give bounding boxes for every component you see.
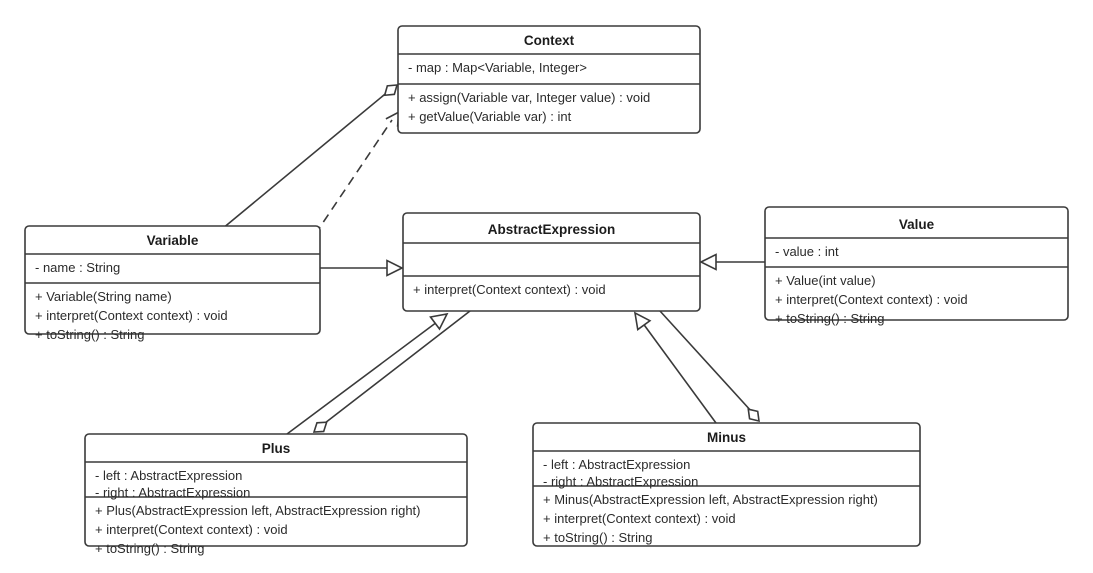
class-operation-value-0: + Value(int value) (775, 273, 876, 288)
class-operation-variable-0: + Variable(String name) (35, 289, 172, 304)
class-box-minus[interactable]: Minus - left : AbstractExpression - right … (532, 422, 921, 547)
class-operation-minus-0: + Minus(AbstractExpression left, Abstrac… (543, 492, 878, 507)
relationship-abstractexpression-aggregated-by-plus[interactable] (312, 310, 471, 433)
relationship-line-plus-extends-abstractexpression (286, 321, 438, 435)
class-attribute-minus-1: - right : AbstractExpression (543, 474, 698, 489)
class-attribute-context-0: - map : Map<Variable, Integer> (408, 60, 587, 75)
class-name-abstractexpression: AbstractExpression (488, 222, 616, 237)
class-box-outline-context (397, 25, 701, 134)
class-box-plus[interactable]: Plus - left : AbstractExpression - right :… (84, 433, 468, 556)
generalization-arrowhead-minus-extends-abstractexpression (633, 311, 652, 331)
class-operation-minus-2: + toString() : String (543, 530, 652, 545)
dependency-arrowhead-variable-depends-on-context (385, 110, 400, 127)
generalization-arrowhead-variable-extends-abstractexpression (386, 259, 404, 277)
relationship-value-extends-abstractexpression[interactable] (699, 253, 765, 271)
class-operation-value-1: + interpret(Context context) : void (775, 292, 968, 307)
aggregation-diamond-abstractexpression-aggregated-by-plus (312, 421, 328, 433)
class-box-outline-value (764, 206, 1069, 321)
class-attribute-variable-0: - name : String (35, 260, 120, 275)
relationship-layer (94, 84, 765, 435)
class-name-variable: Variable (147, 233, 199, 248)
class-box-context[interactable]: Context - map : Map<Variable, Integer> + a… (397, 25, 701, 134)
class-operation-plus-0: + Plus(AbstractExpression left, Abstract… (95, 503, 421, 518)
class-attribute-value-0: - value : int (775, 244, 839, 259)
generalization-arrowhead-plus-extends-abstractexpression (429, 312, 449, 331)
aggregation-diamond-abstractexpression-aggregated-by-minus (747, 408, 760, 423)
class-operation-variable-2: + toString() : String (35, 327, 144, 342)
class-box-variable[interactable]: Variable - name : String + Variable(String… (24, 225, 321, 342)
class-operation-context-0: + assign(Variable var, Integer value) : … (408, 90, 650, 105)
relationship-line-abstractexpression-aggregated-by-plus (324, 310, 471, 424)
relationship-line-minus-extends-abstractexpression (641, 321, 717, 424)
class-operation-plus-2: + toString() : String (95, 541, 204, 556)
class-box-outline-variable (24, 225, 321, 335)
relationship-variable-extends-abstractexpression[interactable] (320, 259, 404, 277)
class-attribute-minus-0: - left : AbstractExpression (543, 457, 690, 472)
class-name-plus: Plus (262, 441, 291, 456)
generalization-arrowhead-value-extends-abstractexpression (699, 253, 717, 271)
relationship-abstractexpression-aggregated-by-minus[interactable] (659, 310, 760, 423)
class-operation-context-1: + getValue(Variable var) : int (408, 109, 572, 124)
aggregation-diamond-variable-aggregates-into-context (383, 84, 399, 97)
class-box-outline-minus (532, 422, 921, 547)
class-operation-abstractexpression-0: + interpret(Context context) : void (413, 282, 606, 297)
dependency-arrowhead-variable-depends-on-context-stroke (385, 110, 400, 127)
class-operation-variable-1: + interpret(Context context) : void (35, 308, 228, 323)
class-attribute-plus-0: - left : AbstractExpression (95, 468, 242, 483)
class-name-value: Value (899, 217, 935, 232)
class-layer: Context - map : Map<Variable, Integer> + a… (24, 25, 1069, 556)
class-name-minus: Minus (707, 430, 746, 445)
class-box-abstractexpression[interactable]: AbstractExpression + interpret(Context co… (402, 212, 701, 312)
class-attribute-plus-1: - right : AbstractExpression (95, 485, 250, 500)
relationship-plus-extends-abstractexpression[interactable] (286, 312, 449, 435)
relationship-minus-extends-abstractexpression[interactable] (633, 311, 717, 424)
class-operation-plus-1: + interpret(Context context) : void (95, 522, 288, 537)
relationship-line-abstractexpression-aggregated-by-minus (659, 310, 753, 413)
class-operation-minus-1: + interpret(Context context) : void (543, 511, 736, 526)
class-box-value[interactable]: Value - value : int + Value(int value) + in… (764, 206, 1069, 326)
relationship-line-variable-depends-on-context (247, 119, 393, 335)
class-name-context: Context (524, 33, 575, 48)
class-operation-value-2: + toString() : String (775, 311, 884, 326)
class-box-outline-abstractexpression (402, 212, 701, 312)
